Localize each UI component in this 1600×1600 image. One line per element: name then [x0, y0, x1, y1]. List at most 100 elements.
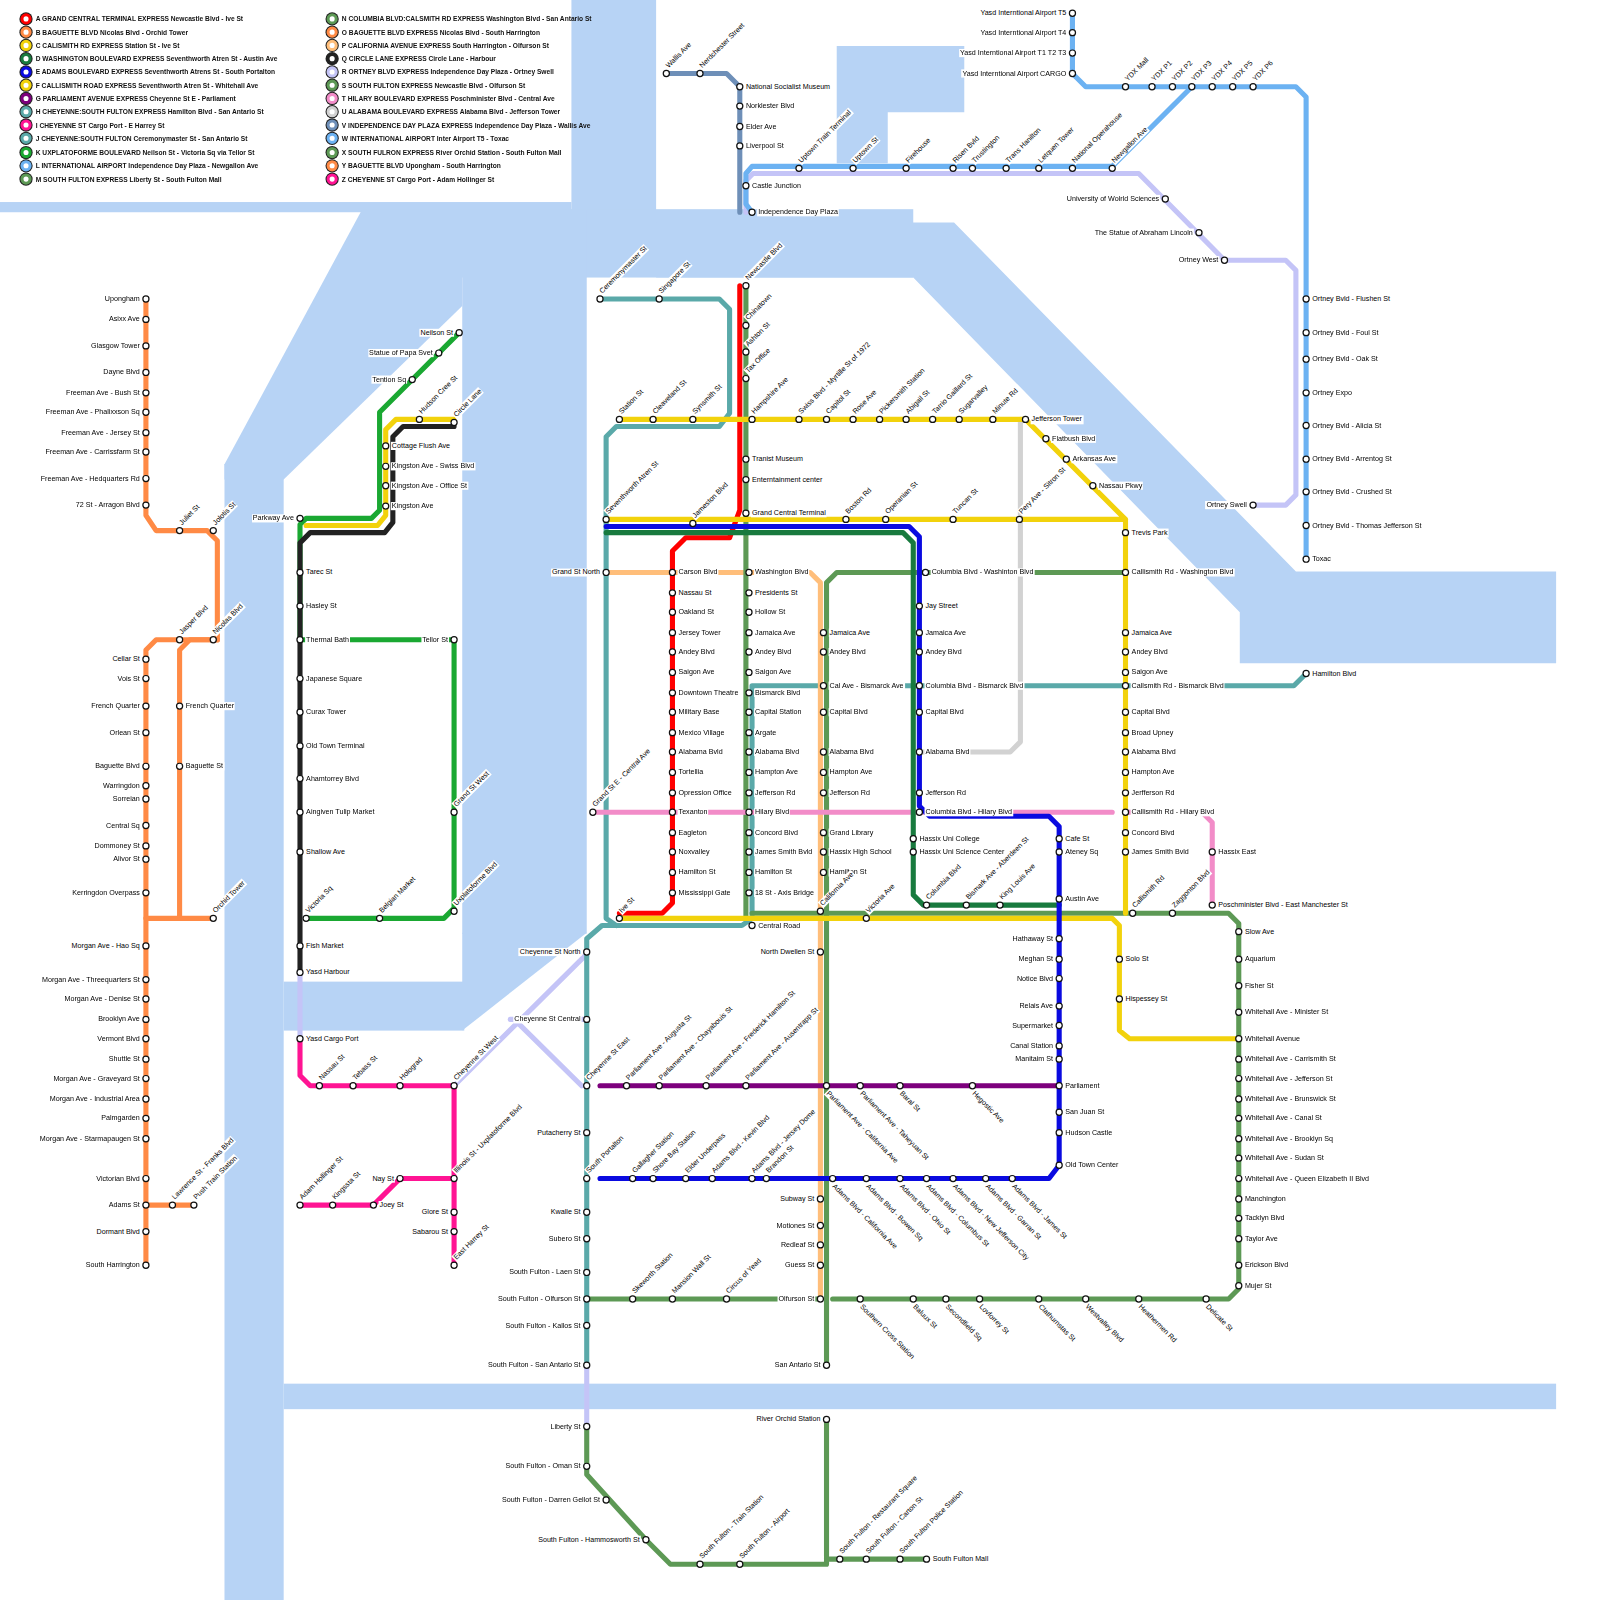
station-label: Ortney Bvld - Foul St: [1311, 329, 1379, 337]
station-label: Zaggonton Blvd: [1170, 868, 1213, 911]
station-dot: [656, 296, 662, 302]
station-dot: [397, 1176, 403, 1182]
station-dot: [746, 849, 752, 855]
station-dot: [650, 416, 656, 422]
station-dot: [796, 165, 802, 171]
station-dot: [990, 416, 996, 422]
station-dot: [1122, 84, 1128, 90]
station-label: Rose Ave: [850, 388, 879, 417]
station-label: South Portalton: [584, 1133, 626, 1175]
station-label: South Fulton - Oman St: [505, 1462, 582, 1470]
station-dot: [669, 690, 675, 696]
station-label: Baguette Blvd: [94, 762, 141, 770]
legend-row: X SOUTH FULRON EXPRESS River Orchid Stat…: [327, 146, 562, 158]
station-dot: [690, 520, 696, 526]
station-label: South Fulton - Laen St: [508, 1268, 582, 1276]
station-dot: [584, 1236, 590, 1242]
station-dot: [1303, 422, 1309, 428]
station-label: Nassau Pkwy: [1098, 482, 1143, 490]
station-label: Carson Blvd: [678, 568, 719, 576]
station-dot: [297, 776, 303, 782]
station-label: South Fulton - Train Station: [697, 1493, 766, 1562]
station-label: Parliament Ave - Ausentrapp St: [743, 1005, 820, 1082]
station-label: Freeman Ave - Carrissfarm St: [44, 448, 140, 456]
station-label: Andey Blvd: [1131, 648, 1169, 656]
station-dot: [922, 569, 928, 575]
station-label: Nassau St: [317, 1052, 348, 1083]
station-dot: [743, 1083, 749, 1089]
line-b: [146, 640, 217, 919]
station-dot: [1122, 630, 1128, 636]
station-label: River Orchid Station: [755, 1415, 821, 1423]
station-label: Fish Market: [305, 942, 344, 950]
station-dot: [743, 322, 749, 328]
station-dot: [743, 349, 749, 355]
station-dot: [383, 463, 389, 469]
station-dot: [210, 637, 216, 643]
legend-row: G PARLIAMENT AVENUE EXPRESS Cheyenne St …: [20, 92, 235, 104]
station-label: Tellor St: [421, 636, 449, 644]
legend-text: T HILARY BOULEVARD EXPRESS Poschminister…: [342, 95, 555, 102]
station-dot: [669, 1296, 675, 1302]
station-label: Heathermen Rd: [1136, 1302, 1179, 1345]
station-label: Whitehall Ave - Queen Elizabeth II Blvd: [1244, 1174, 1370, 1182]
station-dot: [897, 1556, 903, 1562]
station-label: Relais Ave: [1018, 1002, 1054, 1010]
station-label: Grand Central Terminal: [751, 509, 827, 517]
station-dot: [669, 890, 675, 896]
station-dot: [950, 165, 956, 171]
station-dot: [746, 609, 752, 615]
station-label: Olfurson St: [778, 1295, 816, 1303]
station-dot: [823, 416, 829, 422]
station-dot: [1169, 910, 1175, 916]
station-label: Yasd Cargo Port: [305, 1035, 359, 1043]
station-dot: [683, 1176, 689, 1182]
station-label: Slow Ave: [1244, 928, 1275, 936]
station-dot: [623, 1083, 629, 1089]
legend-text: Z CHEYENNE ST Cargo Port - Adam Hollinge…: [342, 175, 494, 182]
station-dot: [584, 949, 590, 955]
station-dot: [1056, 1022, 1062, 1028]
legend-swatch: [20, 173, 31, 184]
legend-text: I CHEYENNE ST Cargo Port - E Harrey St: [36, 122, 165, 129]
station-label: Whitehall Avenue: [1244, 1035, 1301, 1043]
station-label: Glasgow Tower: [90, 342, 141, 350]
station-label: Jamaica Ave: [924, 629, 966, 637]
legend-row: N COLUMBIA BLVD:CALSMITH RD EXPRESS Wash…: [327, 12, 592, 24]
station-dot: [584, 1130, 590, 1136]
legend-swatch: [327, 66, 338, 77]
legend-swatch: [20, 120, 31, 131]
station-dot: [584, 1083, 590, 1089]
station-label: Palmgarden: [100, 1114, 141, 1122]
line-v: [666, 73, 739, 212]
station-dot: [1236, 1236, 1242, 1242]
legend-row: U ALABAMA BOULEVARD EXPRESS Alabama Blvd…: [327, 106, 561, 118]
station-dot: [143, 783, 149, 789]
line-a: [619, 286, 739, 914]
station-dot: [1122, 749, 1128, 755]
station-label: Saigon Ave: [1131, 668, 1169, 676]
station-dot: [1236, 1136, 1242, 1142]
station-dot: [697, 70, 703, 76]
legend-swatch: [20, 106, 31, 117]
station-dot: [737, 1561, 743, 1567]
legend-row: B BAGUETTE BLVD Nicolas Blvd - Orchid To…: [20, 26, 188, 38]
station-label: Yasd Interntional Airport CARGO: [961, 69, 1067, 77]
station-dot: [1122, 809, 1128, 815]
station-dot: [1069, 70, 1075, 76]
station-label: South Fulton - Darren Gellot St: [501, 1496, 601, 1504]
station-label: Statue of Papa Svet: [368, 349, 434, 357]
station-dot: [1303, 522, 1309, 528]
station-dot: [397, 1083, 403, 1089]
station-label: Hispessey St: [1124, 995, 1168, 1003]
station-label: Columbia Blvd - Washinton Blvd: [931, 568, 1035, 576]
station-dot: [603, 569, 609, 575]
station-label: Singapore St: [656, 259, 692, 295]
legend-row: S SOUTH FULTON EXPRESS Newcastle Blvd - …: [327, 79, 526, 91]
station-dot: [1056, 1130, 1062, 1136]
station-dot: [1069, 50, 1075, 56]
station-dot: [383, 503, 389, 509]
station-dot: [191, 1202, 197, 1208]
station-dot: [1236, 1036, 1242, 1042]
